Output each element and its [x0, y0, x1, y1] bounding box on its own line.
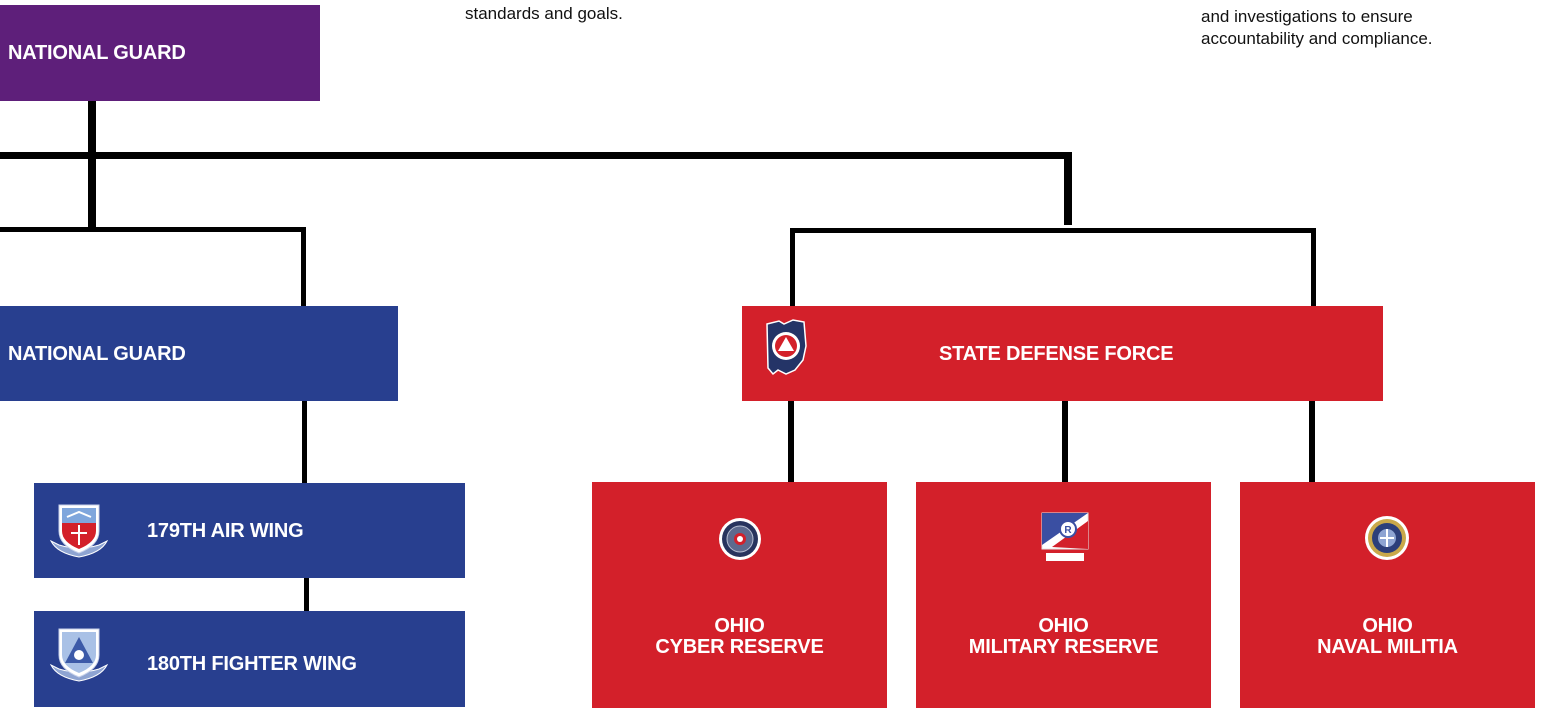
national-guard-top-label: NATIONAL GUARD: [8, 42, 186, 64]
description-line: and investigations to ensure: [1201, 7, 1413, 26]
military-reserve-label-line: OHIO: [1038, 615, 1089, 637]
naval-militia-node: OHIO NAVAL MILITIA: [1240, 482, 1535, 708]
fighter-wing-180-emblem-icon: [49, 625, 109, 688]
state-defense-force-label: STATE DEFENSE FORCE: [939, 343, 1174, 365]
military-reserve-label: OHIO MILITARY RESERVE: [916, 616, 1211, 658]
connector-179-to-180: [304, 578, 309, 611]
national-guard-top-node: NATIONAL GUARD: [0, 5, 320, 101]
description-line: accountability and compliance.: [1201, 29, 1433, 48]
air-wing-179-emblem-icon: [49, 501, 109, 564]
naval-militia-label: OHIO NAVAL MILITIA: [1240, 616, 1535, 658]
connector-sdf-left-drop: [790, 228, 795, 306]
cyber-reserve-seal-icon: [718, 517, 762, 566]
connector-left-branch: [0, 227, 306, 232]
connector-top-trunk: [88, 100, 96, 227]
connector-sdf-branch: [790, 228, 1316, 233]
naval-militia-label-line: NAVAL MILITIA: [1317, 636, 1458, 658]
cyber-reserve-node: OHIO CYBER RESERVE: [592, 482, 887, 708]
fighter-wing-180-label: 180TH FIGHTER WING: [147, 653, 357, 675]
naval-militia-seal-icon: [1364, 515, 1410, 566]
state-defense-force-node: STATE DEFENSE FORCE: [742, 306, 1383, 401]
description-fragment-middle: standards and goals.: [465, 4, 623, 23]
connector-blue-drop: [301, 227, 306, 306]
connector-main-horizontal: [0, 152, 1072, 159]
cyber-reserve-label-line: CYBER RESERVE: [655, 636, 824, 658]
fighter-wing-180-node: 180TH FIGHTER WING: [34, 611, 465, 707]
military-reserve-node: R OHIO MILITARY RESERVE: [916, 482, 1211, 708]
air-wing-179-label: 179TH AIR WING: [147, 520, 304, 542]
air-wing-179-node: 179TH AIR WING: [34, 483, 465, 578]
cyber-reserve-label-line: OHIO: [714, 615, 765, 637]
connector-to-179: [302, 400, 307, 484]
national-guard-blue-label: NATIONAL GUARD: [8, 343, 186, 365]
description-fragment-right: and investigations to ensure accountabil…: [1201, 6, 1433, 50]
connector-right-drop: [1064, 152, 1072, 225]
naval-militia-label-line: OHIO: [1362, 615, 1413, 637]
connector-to-cyber: [788, 400, 794, 482]
connector-to-military: [1062, 400, 1068, 482]
svg-text:R: R: [1064, 525, 1072, 536]
national-guard-blue-node: NATIONAL GUARD: [0, 306, 398, 401]
military-reserve-label-line: MILITARY RESERVE: [968, 636, 1159, 658]
cyber-reserve-label: OHIO CYBER RESERVE: [592, 616, 887, 658]
connector-sdf-right-drop: [1311, 228, 1316, 306]
ohio-state-outline-icon: [764, 318, 808, 381]
military-reserve-shield-icon: R: [1038, 509, 1092, 570]
connector-to-naval: [1309, 400, 1315, 482]
